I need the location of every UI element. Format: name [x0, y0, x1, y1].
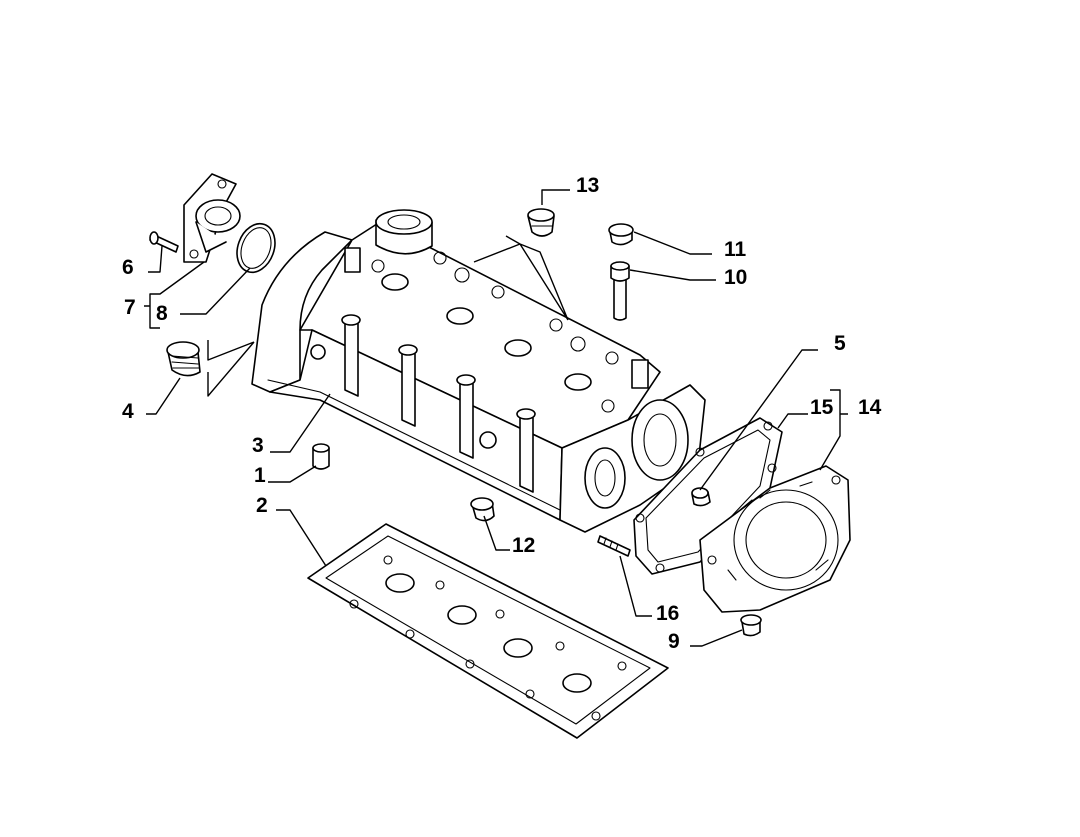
leader-13-bracket: [473, 235, 569, 321]
leader-1: [268, 465, 317, 483]
flange-fitting-part: [183, 173, 241, 263]
callout-6: 6: [122, 256, 134, 279]
callout-4: 4: [122, 400, 134, 423]
top-plug-part: [527, 208, 555, 237]
leader-4: [146, 377, 181, 415]
o-ring-part: [236, 222, 276, 274]
leader-6: [148, 245, 163, 273]
callout-16: 16: [656, 602, 679, 625]
callout-7: 7: [124, 296, 136, 319]
side-plug-part: [470, 497, 495, 522]
cover-gasket-part: [307, 523, 669, 739]
leader-11: [633, 231, 712, 255]
leader-9: [690, 629, 743, 647]
flat-plug-part: [608, 223, 634, 246]
callout-labels: 13 11 10 6 7 8 4 3 1 2 5 15 14 12 16 9: [122, 174, 882, 653]
leader-16: [619, 555, 652, 617]
leader-2: [276, 509, 327, 567]
leader-14: [819, 389, 848, 471]
leader-4-bracket: [207, 340, 255, 397]
leader-3: [270, 393, 331, 453]
flange-screw-part: [149, 231, 179, 253]
callout-3: 3: [252, 434, 264, 457]
stud-part: [597, 535, 631, 557]
leader-13: [541, 189, 570, 205]
callout-9: 9: [668, 630, 680, 653]
leader-12: [483, 515, 510, 551]
callout-12: 12: [512, 534, 535, 557]
dowel-pin-part: [312, 443, 330, 470]
callout-1: 1: [254, 464, 266, 487]
small-plug-part: [691, 487, 711, 507]
callout-15: 15: [810, 396, 834, 419]
leader-8: [180, 267, 251, 315]
callout-13: 13: [576, 174, 599, 197]
leader-15: [777, 413, 808, 429]
callout-10: 10: [724, 266, 747, 289]
callout-5: 5: [834, 332, 846, 355]
nut-part: [740, 614, 762, 637]
leader-5: [699, 349, 818, 491]
leader-10: [629, 269, 716, 281]
end-cover-part: [699, 465, 851, 613]
callout-2: 2: [256, 494, 268, 517]
main-housing-part: [251, 209, 706, 533]
long-bolt-part: [610, 261, 630, 321]
leader-lines: [144, 189, 848, 647]
plug-part: [166, 341, 201, 377]
callout-8: 8: [156, 302, 168, 325]
callout-11: 11: [724, 238, 747, 261]
leader-7: [144, 261, 205, 329]
callout-14: 14: [858, 396, 882, 419]
